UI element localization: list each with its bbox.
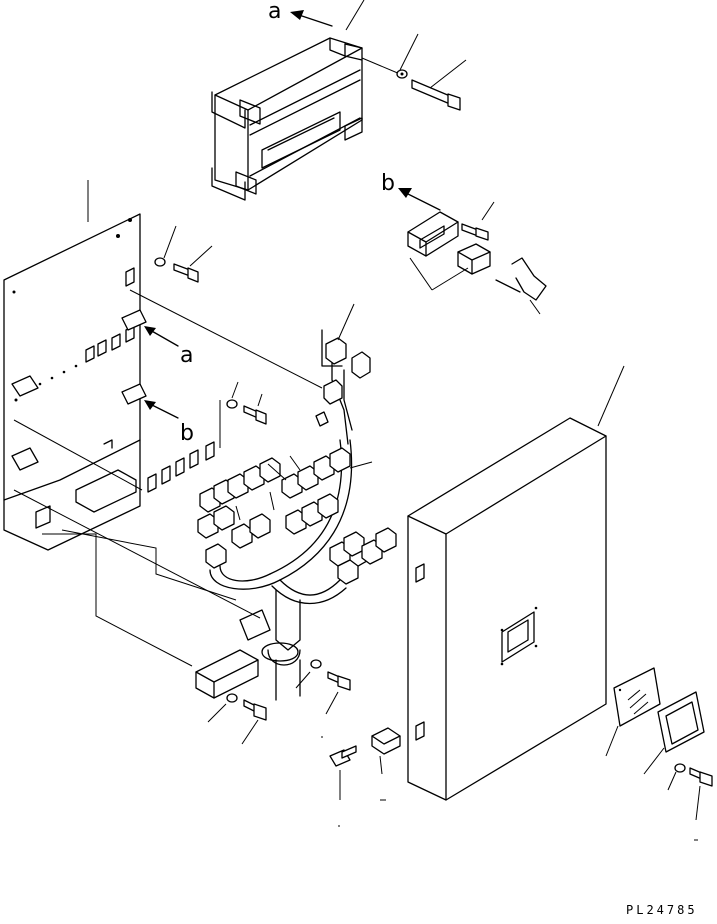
cover-box bbox=[407, 365, 625, 801]
callout-a-panel-label: a bbox=[180, 343, 193, 368]
relay-assembly: b bbox=[381, 171, 547, 315]
callout-b-top-label: b bbox=[381, 171, 395, 196]
connector-cluster bbox=[197, 411, 397, 585]
callout-a-panel: a bbox=[144, 326, 193, 368]
callout-a-top: a bbox=[268, 0, 333, 27]
callout-b-panel-label: b bbox=[180, 421, 194, 446]
mounting-panel bbox=[3, 180, 215, 551]
guide-lines bbox=[13, 289, 323, 667]
panel-fasteners bbox=[154, 225, 267, 425]
callout-b-panel: b bbox=[144, 400, 194, 446]
controller-unit bbox=[211, 37, 363, 201]
lower-fasteners bbox=[207, 659, 401, 827]
drawing-code: PL24785 bbox=[626, 903, 698, 917]
cover-plate bbox=[605, 667, 713, 841]
controller-fasteners bbox=[345, 0, 467, 111]
wiring-harness bbox=[195, 303, 397, 701]
callout-a-top-label: a bbox=[268, 0, 281, 24]
